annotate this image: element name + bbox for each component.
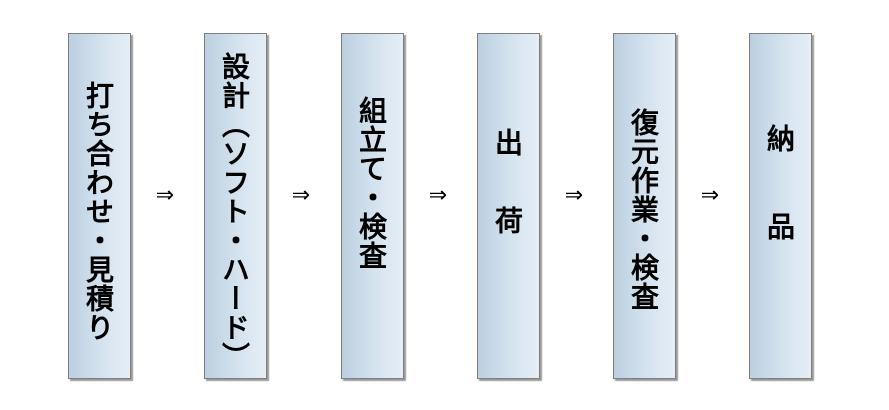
step-label: 納品 <box>763 124 796 300</box>
step-delivery: 納品 <box>749 33 812 379</box>
step-label: 出荷 <box>491 128 524 284</box>
step-label: 打ち合わせ・見積り <box>82 80 115 342</box>
arrow-right-icon: ⇒ <box>564 183 584 208</box>
arrow-right-icon: ⇒ <box>700 183 720 208</box>
step-restoration-inspection: 復元作業・検査 <box>613 33 676 379</box>
step-shipping: 出荷 <box>477 33 540 379</box>
step-label: 復元作業・検査 <box>627 108 660 311</box>
step-assembly-inspection: 組立て・検査 <box>341 33 404 379</box>
step-meeting-estimate: 打ち合わせ・見積り <box>68 33 131 379</box>
arrow-right-icon: ⇒ <box>291 183 311 208</box>
arrow-right-icon: ⇒ <box>428 183 448 208</box>
step-label: 設計（ソフト・ハード） <box>218 52 251 371</box>
step-label: 組立て・検査 <box>355 96 388 270</box>
step-design: 設計（ソフト・ハード） <box>204 33 267 379</box>
arrow-right-icon: ⇒ <box>155 183 175 208</box>
